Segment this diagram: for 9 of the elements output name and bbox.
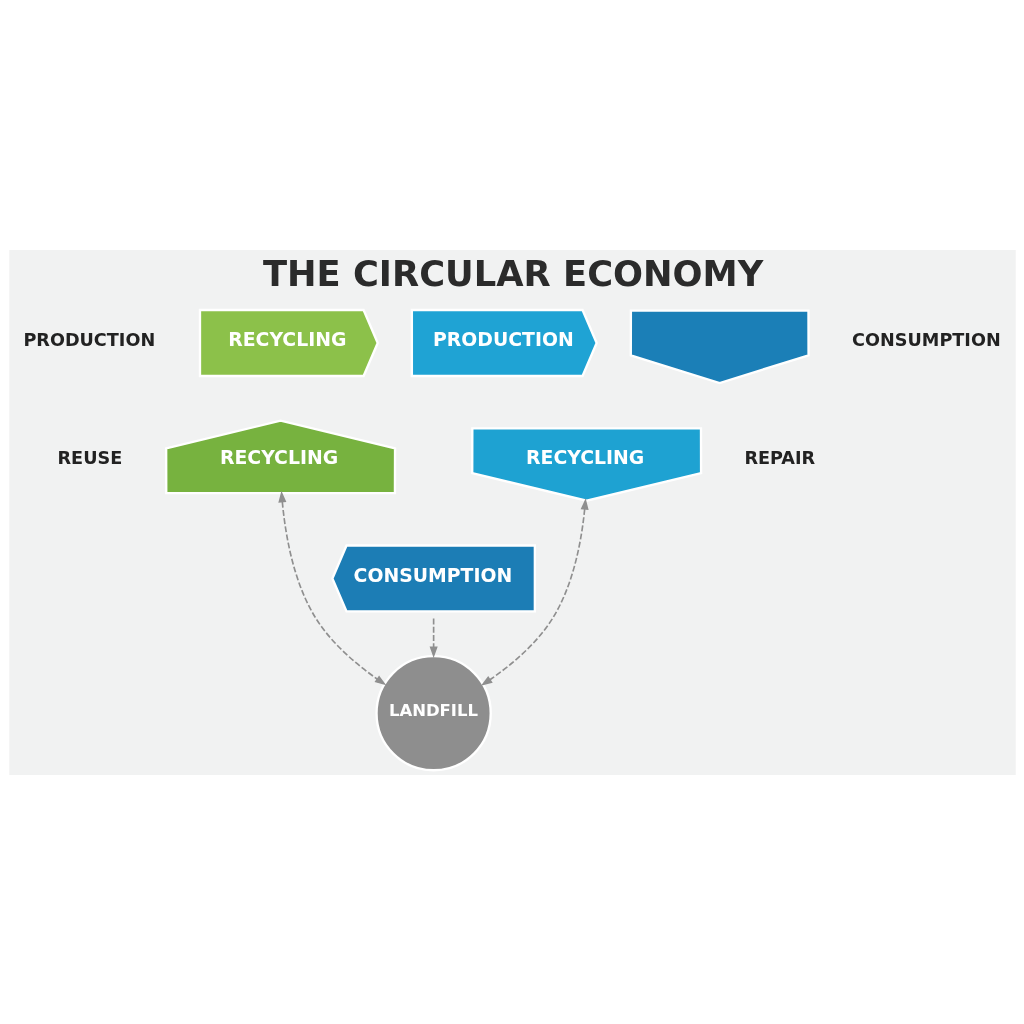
- node-label: CONSUMPTION: [851, 329, 1001, 350]
- arrow: [277, 490, 386, 685]
- node-label: REUSE: [57, 447, 122, 468]
- node-label: PRODUCTION: [22, 329, 155, 350]
- arrow: [480, 497, 589, 686]
- node-label: REPAIR: [743, 447, 815, 468]
- node-chevron: [629, 308, 810, 384]
- arrow: [429, 617, 438, 658]
- diagram-title: THE CIRCULAR ECONOMY: [262, 252, 763, 294]
